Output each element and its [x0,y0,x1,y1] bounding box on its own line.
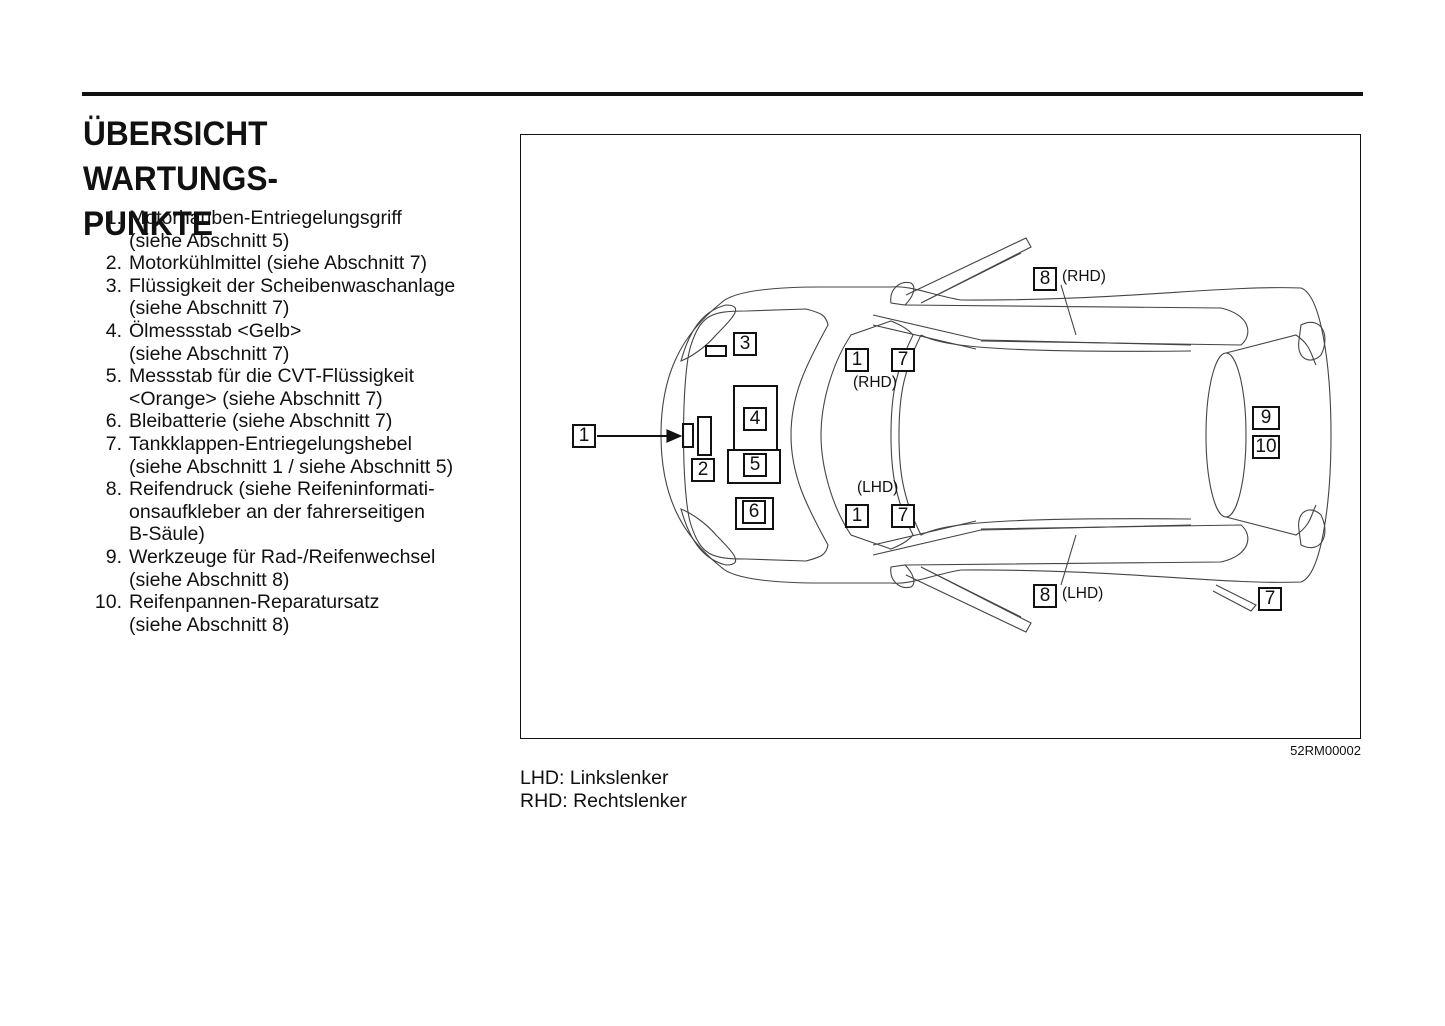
list-item-number: 8. [105,478,122,501]
taillight-bottom [1298,509,1326,549]
list-item-text: <Orange> (siehe Abschnitt 7) [129,387,383,410]
callout-7-fuel-door: 7 [1258,587,1282,611]
list-item-text: Tankklappen-Entriegelungshebel [129,432,412,455]
washer-reservoir [705,345,727,357]
car-diagram [520,134,1361,739]
callout-3-washer-fluid: 3 [733,332,757,356]
list-item-text: Motorkühlmittel (siehe Abschnitt 7) [129,252,428,275]
hood-release-latch [682,423,694,448]
side-bottom [904,524,1249,586]
figure-code: 52RM00002 [1290,743,1361,758]
callout-9-tools: 9 [1252,406,1280,430]
callout-7-lhd: 7 [891,504,915,528]
list-item-number: 6. [105,410,122,433]
callout-10-repair-kit: 10 [1252,435,1280,459]
car-outline-drawing [597,237,1332,633]
callout-5-cvt-dipstick: 5 [743,453,767,477]
list-item-text: (siehe Abschnitt 5) [129,229,290,252]
list-item: 10. Reifenpannen-Reparatursatz(siehe Absc… [90,591,510,636]
legend-rhd: RHD: Rechtslenker [520,790,687,812]
hood-outline [682,308,829,562]
page-title: ÜBERSICHT WARTUNGS- PUNKTE [83,112,474,247]
list-item-text: Reifendruck (siehe Reifeninformati- [129,478,435,501]
door-open-top [905,237,1032,304]
callout-4-oil-dipstick: 4 [743,407,767,431]
list-item-number: 9. [105,545,122,568]
coolant-reservoir [697,416,712,456]
headlight-left [680,304,737,362]
mirror-top [890,281,915,306]
roof-outline [898,334,1192,536]
list-item: 3. Flüssigkeit der Scheibenwaschanlage(si… [90,275,510,320]
list-item-text: B-Säule) [129,523,205,546]
callout-1-hood-release: 1 [572,424,596,448]
page-title-line-2: PUNKTE [83,205,214,243]
callout-7-rhd: 7 [891,348,915,372]
windshield [820,320,914,550]
callout-1-lhd: 1 [845,504,869,528]
door-open-bottom [905,566,1032,633]
list-item-text: onsaufkleber an der fahrerseitigen [129,500,425,523]
list-item-text: Ölmessstab <Gelb> [129,319,302,342]
taillight-top [1298,321,1326,361]
callout-6-battery: 6 [742,500,766,524]
callout-1-rhd: 1 [845,348,869,372]
list-item-text: Motorhauben-Entriegelungsgriff [129,207,402,229]
list-item-number: 4. [105,319,122,342]
tailgate-lines [1225,334,1317,536]
page-title-line-1: ÜBERSICHT WARTUNGS- [83,115,278,198]
list-item: 7. Tankklappen-Entriegelungshebel(siehe A… [90,433,510,478]
headlight-right [680,508,737,566]
list-item-text: Werkzeuge für Rad-/Reifenwechsel [129,545,436,568]
note-rhd-cabin: (RHD) [853,374,897,391]
list-item-text: (siehe Abschnitt 8) [129,568,290,591]
drive-side-legend: LHD: Linkslenker RHD: Rechtslenker [520,767,687,813]
list-item-text: (siehe Abschnitt 7) [129,297,290,320]
list-item-number: 10. [94,591,122,614]
list-item: 8. Reifendruck (siehe Reifeninformati-ons… [90,478,510,546]
list-item: 9. Werkzeuge für Rad-/Reifenwechsel(siehe… [90,546,510,591]
list-item-text: (siehe Abschnitt 8) [129,613,290,636]
callout-2-coolant: 2 [691,458,715,482]
note-rhd-door: (RHD) [1062,268,1106,285]
hood-release-arrow-head [666,429,683,443]
list-item: 5. Messstab für die CVT-Flüssigkeit<Orang… [90,365,510,410]
list-item: 1. Motorhauben-Entriegelungsgriff(siehe A… [90,207,510,252]
list-item-number: 1. [105,207,122,229]
side-top [904,284,1249,346]
list-item-text: (siehe Abschnitt 7) [129,342,290,365]
cvt-dipstick-area [727,449,781,484]
fuel-door [1212,584,1257,612]
list-item: 4. Ölmessstab <Gelb>(siehe Abschnitt 7) [90,320,510,365]
list-item: 6. Bleibatterie (siehe Abschnitt 7) [90,410,510,433]
list-item-number: 3. [105,274,122,297]
list-item-text: Messstab für die CVT-Flüssigkeit [129,365,415,388]
battery-outer [735,497,774,530]
list-item-number: 2. [105,252,122,275]
list-item-text: Flüssigkeit der Scheibenwaschanlage [129,274,456,297]
list-item: 2. Motorkühlmittel (siehe Abschnitt 7) [90,252,510,275]
list-item-number: 5. [105,365,122,388]
list-item-text: (siehe Abschnitt 1 / siehe Abschnitt 5) [129,455,454,478]
car-body-outline [660,286,1332,584]
note-lhd-cabin: (LHD) [857,479,899,496]
callout-8-lhd: 8 [1033,584,1057,608]
legend-lhd: LHD: Linkslenker [520,767,669,789]
mirror-bottom [890,564,915,589]
callout-8-rhd: 8 [1033,267,1057,291]
list-item-text: Bleibatterie (siehe Abschnitt 7) [129,410,393,433]
maintenance-points-list: 1.Motorhauben-Entriegelungsgriff(siehe A… [90,207,510,636]
note-lhd-door: (LHD) [1062,585,1104,602]
rear-window [1205,352,1247,518]
list-item-number: 7. [105,432,122,455]
list-item-text: Reifenpannen-Reparatursatz [129,591,380,614]
top-rule [82,92,1363,96]
